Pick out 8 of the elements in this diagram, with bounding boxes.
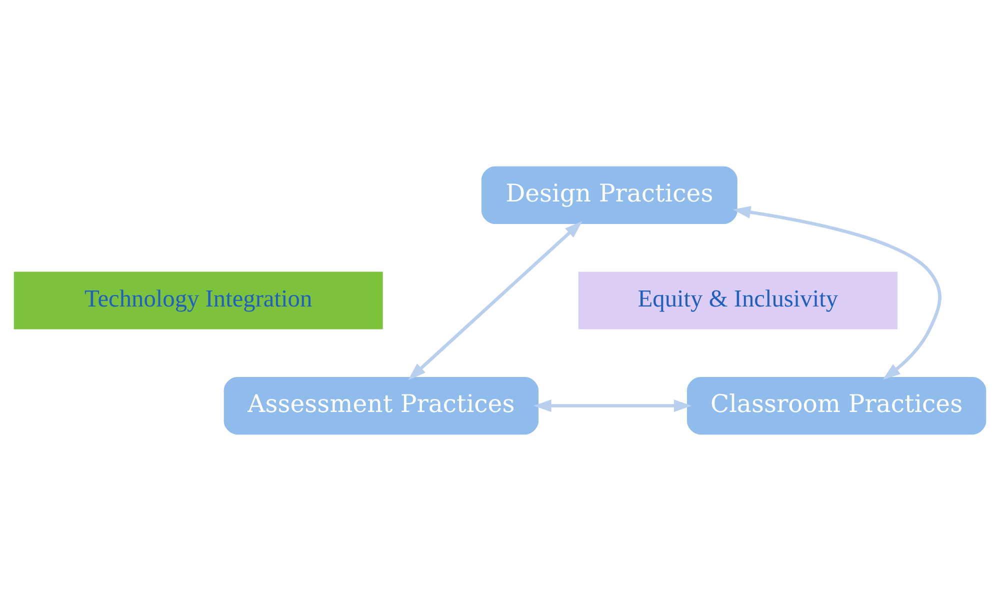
node-box: Equity & Inclusivity xyxy=(578,272,897,330)
node-box: Classroom Practices xyxy=(686,376,986,435)
node-box: Design Practices xyxy=(480,166,737,224)
arrow xyxy=(732,206,941,380)
arrow xyxy=(408,221,582,380)
arrow xyxy=(533,400,692,412)
node-box: Assessment Practices xyxy=(223,376,538,435)
node-box: Technology Integration xyxy=(13,272,382,330)
